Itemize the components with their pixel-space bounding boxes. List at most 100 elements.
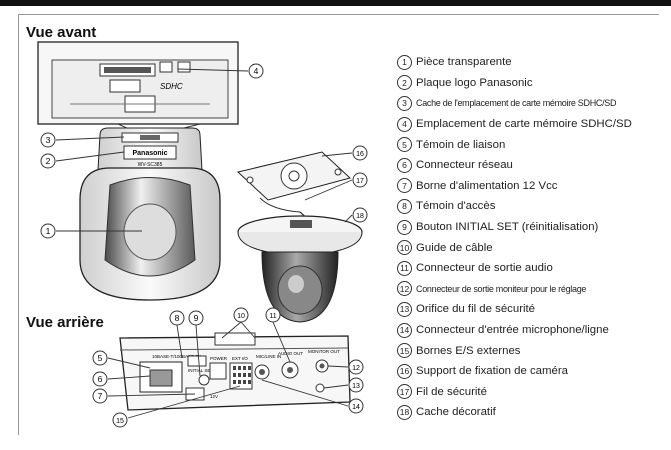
front-camera: Panasonic WV-SC385 [79, 127, 221, 301]
callout-circle [40, 132, 56, 148]
callout-circle [352, 207, 368, 223]
sd-logo-text: SDHC [160, 82, 183, 91]
callout-circle [40, 153, 56, 169]
rear-panel: 10BASE-T/100BASE-TX INITIAL SET POWER EX… [119, 332, 351, 411]
legend-number: 16 [397, 363, 412, 379]
legend-item: 5 Témoin de liaison [397, 134, 632, 155]
legend-label: Plaque logo Panasonic [416, 76, 533, 89]
content-frame [18, 14, 659, 435]
callout-circle [352, 145, 368, 161]
rear-mic-label: MIC/LINE IN [256, 354, 281, 359]
callout-number: 6 [98, 374, 103, 384]
callout-lines [55, 68, 353, 419]
legend-number: 14 [397, 322, 412, 338]
legend-number: 4 [397, 116, 412, 132]
callout-circle [348, 359, 364, 375]
callout-circle [233, 307, 249, 323]
top-bar [0, 0, 671, 6]
callout-circle [92, 371, 108, 387]
legend-label: Guide de câble [416, 241, 493, 254]
callout-number: 1 [46, 226, 51, 236]
legend-number: 9 [397, 219, 412, 235]
legend-number: 5 [397, 137, 412, 153]
legend-label: Emplacement de carte mémoire SDHC/SD [416, 118, 632, 131]
legend-number: 12 [397, 281, 412, 297]
front-view-heading: Vue avant [26, 24, 97, 41]
legend-number: 8 [397, 198, 412, 214]
legend-label: Connecteur de sortie audio [416, 262, 553, 275]
callout-number: 3 [46, 135, 51, 145]
legend-item: 15 Bornes E/S externes [397, 340, 632, 361]
legend-item: 17 Fil de sécurité [397, 382, 632, 403]
callout-circle [348, 398, 364, 414]
callout-number: 14 [352, 404, 360, 411]
callout-circle [92, 388, 108, 404]
legend-item: 11 Connecteur de sortie audio [397, 258, 632, 279]
rear-voltage-label: 12V [210, 394, 218, 399]
legend-label: Fil de sécurité [416, 385, 487, 398]
legend-label: Cache de l'emplacement de carte mémoire … [416, 98, 617, 109]
callout-number: 15 [116, 418, 124, 425]
callout-number: 2 [46, 156, 51, 166]
legend-number: 15 [397, 343, 412, 359]
callout-circle [348, 377, 364, 393]
callout-circle [188, 310, 204, 326]
legend-number: 11 [397, 260, 412, 276]
legend-item: 2 Plaque logo Panasonic [397, 73, 632, 94]
mounting-bracket [236, 151, 352, 213]
legend-item: 8 Témoin d'accès [397, 196, 632, 217]
side-camera [237, 211, 363, 323]
legend-label: Témoin d'accès [416, 200, 496, 213]
callout-number: 11 [269, 313, 276, 320]
callout-number: 9 [194, 313, 199, 323]
rear-extio-label: EXT I/O [232, 356, 248, 361]
callout-number: 16 [356, 151, 364, 158]
callout-number: 4 [254, 66, 259, 76]
legend-number: 10 [397, 240, 412, 256]
rear-monitor-label: MONITOR OUT [308, 349, 340, 354]
rear-init-label: INITIAL SET [188, 368, 213, 373]
callout-circle [352, 172, 368, 188]
legend-label: Témoin de liaison [416, 138, 506, 151]
callout-circle [92, 350, 108, 366]
rear-network-label: 10BASE-T/100BASE-TX [152, 354, 201, 359]
sd-slot-closeup: SDHC [37, 41, 239, 125]
legend-number: 7 [397, 178, 412, 194]
legend-label: Bouton INITIAL SET (réinitialisation) [416, 221, 599, 234]
callout-number: 7 [98, 391, 103, 401]
legend-label: Cache décoratif [416, 406, 496, 419]
legend-item: 14 Connecteur d'entrée microphone/ligne [397, 320, 632, 341]
callout-number: 5 [98, 353, 103, 363]
legend-label: Orifice du fil de sécurité [416, 303, 536, 316]
rear-view-heading: Vue arrière [26, 314, 104, 331]
callout-number: 17 [356, 178, 364, 185]
callout-circle [248, 63, 264, 79]
legend-number: 6 [397, 157, 412, 173]
front-model-text: WV-SC385 [138, 162, 163, 168]
legend-label: Connecteur réseau [416, 159, 513, 172]
callout-circle [40, 223, 56, 239]
front-brand-plate: Panasonic [132, 150, 167, 157]
callout-circle [169, 310, 185, 326]
legend-item: 4 Emplacement de carte mémoire SDHC/SD [397, 114, 632, 135]
legend-number: 1 [397, 54, 412, 70]
callout-number: 18 [356, 213, 364, 220]
legend-number: 2 [397, 75, 412, 91]
legend-item: 7 Borne d'alimentation 12 Vcc [397, 176, 632, 197]
legend-label: Borne d'alimentation 12 Vcc [416, 179, 558, 192]
legend-number: 18 [397, 404, 412, 420]
legend-label: Connecteur d'entrée microphone/ligne [416, 324, 609, 337]
legend-item: 10 Guide de câble [397, 237, 632, 258]
legend-label: Bornes E/S externes [416, 344, 521, 357]
callout-number: 13 [352, 383, 360, 390]
rear-power-label: POWER [210, 356, 228, 361]
legend-item: 18 Cache décoratif [397, 402, 632, 423]
legend-number: 17 [397, 384, 412, 400]
